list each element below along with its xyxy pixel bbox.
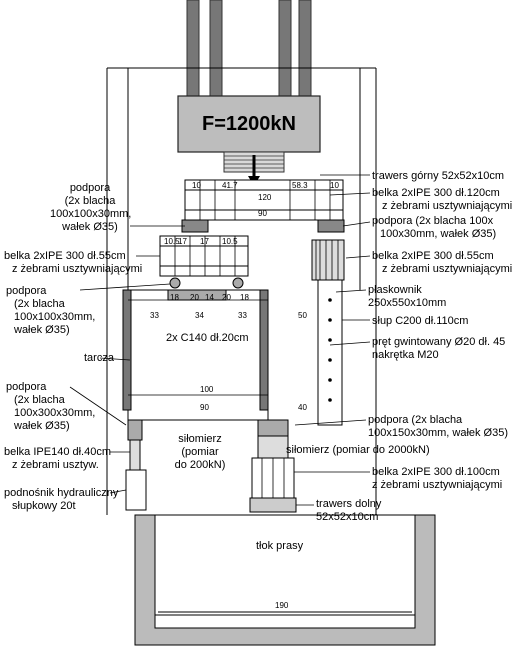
svg-text:90: 90	[200, 403, 209, 412]
label-podpora-ll-d: wałek Ø35)	[14, 420, 70, 432]
svg-text:20: 20	[190, 293, 199, 302]
label-belka-55-l-b: z żebrami usztywniającymi	[12, 263, 143, 275]
label-pret-a: pręt gwintowany Ø20 dł. 45	[372, 336, 506, 348]
svg-text:100: 100	[200, 385, 214, 394]
label-belka-120-a: belka 2xIPE 300 dł.120cm	[372, 187, 500, 199]
label-plaskownik-b: 250x550x10mm	[368, 297, 447, 309]
svg-text:41.7: 41.7	[222, 181, 238, 190]
label-podpora-lm-c: 100x100x30mm,	[14, 311, 96, 323]
label-podpora-rb-a: podpora (2x blacha	[368, 414, 463, 426]
svg-text:90: 90	[258, 209, 267, 218]
label-podpora-lt-d: wałek Ø35)	[62, 221, 118, 233]
label-c140: 2x C140 dł.20cm	[166, 332, 249, 344]
svg-text:14: 14	[205, 293, 214, 302]
label-podpora-lm-d: wałek Ø35)	[14, 324, 70, 336]
label-trawers-dolny-a: trawers dolny	[316, 498, 382, 510]
label-podpora-lt-b: (2x blacha	[64, 195, 116, 207]
label-silomierz-l-c: do 200kN)	[174, 459, 226, 471]
label-podpora-ll-a: podpora	[6, 381, 47, 393]
label-pret-b: nakrętka M20	[372, 349, 439, 361]
svg-text:20: 20	[222, 293, 231, 302]
label-podpora-rb-b: 100x150x30mm, wałek Ø35)	[368, 427, 509, 439]
svg-text:34: 34	[195, 311, 204, 320]
label-belka-55-l-a: belka 2xIPE 300 dł.55cm	[4, 250, 126, 262]
label-plaskownik-a: płaskownik	[368, 284, 422, 296]
label-podpora-rt-b: 100x30mm, wałek Ø35)	[380, 228, 497, 240]
svg-text:190: 190	[275, 601, 289, 610]
label-tarcza: tarcza	[84, 352, 114, 364]
svg-text:58.3: 58.3	[292, 181, 308, 190]
label-trawers-gorny: trawers górny 52x52x10cm	[372, 170, 505, 182]
dim-text: 10	[192, 181, 201, 190]
label-belka-100-b: z żebrami usztywniającymi	[372, 479, 503, 491]
label-belka-55-r-b: z żebrami usztywniającymi	[382, 263, 513, 275]
label-podnosnik-a: podnośnik hydrauliczny	[4, 487, 119, 499]
label-podpora-ll-c: 100x300x30mm,	[14, 407, 96, 419]
force-label: F=1200kN	[202, 112, 296, 135]
svg-text:17: 17	[178, 237, 187, 246]
label-podpora-lm-b: (2x blacha	[14, 298, 65, 310]
svg-text:50: 50	[298, 311, 307, 320]
label-ipe140-a: belka IPE140 dł.40cm	[4, 446, 112, 458]
label-silomierz-l-a: siłomierz	[178, 433, 222, 445]
label-silomierz-l-b: (pomiar	[181, 446, 219, 458]
label-podpora-lt-a: podpora	[69, 182, 111, 194]
svg-text:10.5: 10.5	[164, 237, 180, 246]
label-podpora-lm-a: podpora	[6, 285, 47, 297]
label-slup: słup C200 dł.110cm	[372, 315, 469, 327]
label-belka-120-b: z żebrami usztywniającymi	[382, 200, 513, 212]
svg-text:10.5: 10.5	[222, 237, 238, 246]
label-podnosnik-b: słupkowy 20t	[12, 500, 76, 512]
label-silomierz-r: siłomierz (pomiar do 2000kN)	[286, 444, 430, 456]
svg-text:18: 18	[170, 293, 179, 302]
svg-text:10: 10	[330, 181, 339, 190]
label-belka-55-r-a: belka 2xIPE 300 dł.55cm	[372, 250, 494, 262]
label-ipe140-b: z żebrami usztyw.	[12, 459, 99, 471]
label-podpora-ll-b: (2x blacha	[14, 394, 65, 406]
svg-text:17: 17	[200, 237, 209, 246]
svg-text:18: 18	[240, 293, 249, 302]
label-podpora-rt-a: podpora (2x blacha 100x	[372, 215, 494, 227]
svg-text:120: 120	[258, 193, 272, 202]
label-trawers-dolny-b: 52x52x10cm	[316, 511, 379, 523]
svg-text:40: 40	[298, 403, 307, 412]
svg-text:33: 33	[150, 311, 159, 320]
label-tlok: tłok prasy	[256, 540, 304, 552]
label-belka-100-a: belka 2xIPE 300 dł.100cm	[372, 466, 500, 478]
label-podpora-lt-c: 100x100x30mm,	[50, 208, 132, 220]
svg-text:33: 33	[238, 311, 247, 320]
